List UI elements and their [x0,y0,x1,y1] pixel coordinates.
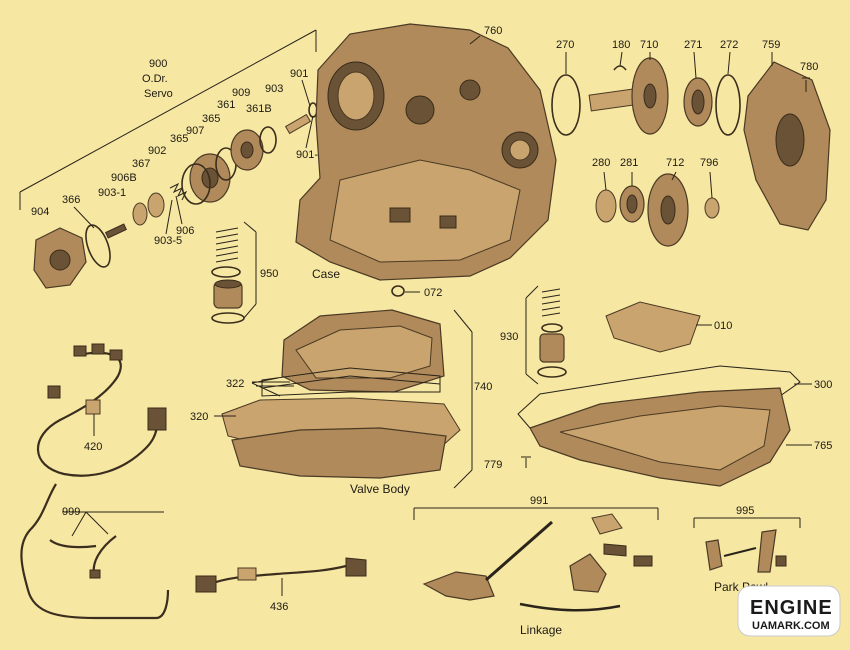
label-361b: 361B [246,103,272,115]
label-710: 710 [640,39,658,51]
wiring-harness-420: 420 [36,343,167,477]
label-909: 909 [232,87,250,99]
label-322: 322 [226,378,244,390]
label-odr: O.Dr. [142,73,168,85]
label-linkage: Linkage [520,623,562,637]
accumulator-950: 950 [211,221,278,324]
sensor-436: 436 [195,557,367,613]
label-901: 901 [290,68,308,80]
label-906: 906 [176,225,194,237]
label-072: 072 [424,287,442,299]
park-pawl-995: 995 Park Pawl [693,505,801,594]
cooler-lines-999: 999 [20,483,170,620]
label-366: 366 [62,194,80,206]
valve-body-740: 740 322 320 Valve Body [190,309,492,496]
case-760: 760 Case [295,23,557,281]
label-906b: 906B [111,172,137,184]
servo-labels: 900 O.Dr. Servo 901 901-5 903 361B 909 3… [31,58,324,247]
label-case: Case [312,267,340,281]
label-995: 995 [736,505,754,517]
label-365-a: 365 [202,113,220,125]
logo-main-text: ENGINE [750,597,833,619]
label-272: 272 [720,39,738,51]
label-904: 904 [31,206,49,218]
label-907: 907 [186,125,204,137]
label-365-b: 365 [170,133,188,145]
label-280: 280 [592,157,610,169]
oil-pan: 300 765 779 [484,365,832,487]
label-903: 903 [265,83,283,95]
label-902: 902 [148,145,166,157]
gear-train: 270 180 710 271 272 759 780 280 [551,39,831,247]
label-436: 436 [270,601,288,613]
plug-072: 072 [391,285,442,299]
label-270: 270 [556,39,574,51]
label-759: 759 [762,39,780,51]
label-300: 300 [814,379,832,391]
label-903-1: 903-1 [98,187,126,199]
label-901-5: 901-5 [296,149,324,161]
label-servo: Servo [144,88,173,100]
label-903-5: 903-5 [154,235,182,247]
label-950: 950 [260,268,278,280]
servo-group [19,29,318,289]
label-765: 765 [814,440,832,452]
label-320: 320 [190,411,208,423]
filter-010: 010 [605,301,732,353]
label-281: 281 [620,157,638,169]
label-180: 180 [612,39,630,51]
linkage-991: 991 Linkage [413,495,659,637]
label-361: 361 [217,99,235,111]
label-930: 930 [500,331,518,343]
label-valve-body: Valve Body [350,482,410,496]
o-ring-366 [85,224,111,268]
accumulator-930: 930 [500,285,567,385]
label-367: 367 [132,158,150,170]
label-999: 999 [62,506,80,518]
label-991: 991 [530,495,548,507]
label-420: 420 [84,441,102,453]
logo-sub-text: UAMARK.COM [752,620,830,632]
label-796: 796 [700,157,718,169]
site-logo: ENGINE UAMARK.COM [737,585,841,637]
label-712: 712 [666,157,684,169]
label-780: 780 [800,61,818,73]
label-760: 760 [484,25,502,37]
label-900: 900 [149,58,167,70]
label-271: 271 [684,39,702,51]
label-740: 740 [474,381,492,393]
label-010: 010 [714,320,732,332]
label-779: 779 [484,459,502,471]
